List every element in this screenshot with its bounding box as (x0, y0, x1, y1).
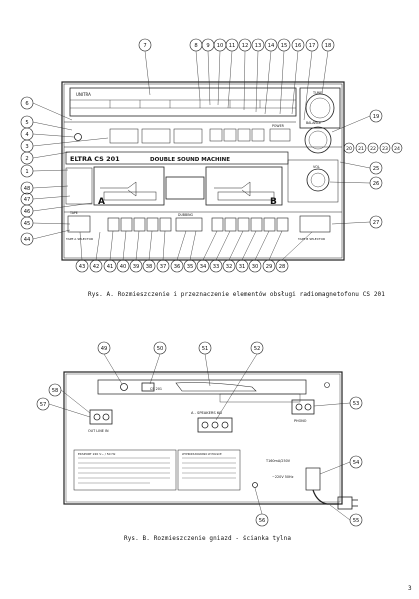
callout-num: 50 (157, 346, 164, 352)
callout-num: 31 (239, 264, 246, 270)
callout-num: 28 (279, 264, 286, 270)
callout-num: 58 (52, 388, 59, 394)
slogan-label: DOUBLE SOUND MACHINE (150, 157, 230, 163)
callout-num: 5 (25, 120, 28, 126)
tape-a-selector-label: TAPE A SELECTOR (65, 237, 93, 241)
callouts-top (138, 38, 335, 52)
callout-num: 9 (206, 43, 209, 49)
callout-num: 2 (25, 156, 28, 162)
callout-num: 29 (266, 264, 273, 270)
phono-socket (291, 399, 315, 415)
callout-num: 44 (24, 237, 31, 243)
callout-num: 47 (24, 197, 31, 203)
callout-num: 30 (252, 264, 259, 270)
callout-num: 38 (146, 264, 153, 270)
speaker-terminals (197, 417, 233, 433)
deck-a-window (93, 166, 165, 206)
deck-a-label: A (98, 197, 105, 207)
left-plate-text: EKSPORT 220 V~ / 50 Hz (78, 452, 116, 456)
callout-num: 27 (373, 220, 380, 226)
callout-num: 14 (268, 43, 275, 49)
callout-num: 26 (373, 181, 380, 187)
power-plug (337, 496, 353, 510)
callout-num: 45 (24, 221, 31, 227)
callouts-back (36, 341, 363, 527)
back-panel-drawing (36, 341, 363, 527)
caption-figure-b: Rys. B. Rozmieszczenie gniazd - ścianka … (124, 535, 292, 542)
callout-num: 3 (25, 144, 28, 150)
callout-num: 37 (160, 264, 167, 270)
callout-num: 46 (24, 209, 31, 215)
callout-num: 23 (382, 146, 388, 152)
callout-num: 20 (346, 146, 352, 152)
front-panel-drawing (20, 38, 403, 273)
headphone-jack (74, 133, 82, 141)
brand-label: UNITRA (76, 92, 91, 97)
serial-label: CS 201 (150, 387, 162, 391)
callout-numbers: 7 8 9 10 11 12 13 14 15 16 17 18 6 5 4 3… (24, 43, 400, 524)
callout-num: 18 (325, 43, 332, 49)
callout-num: 25 (373, 166, 380, 172)
callout-num: 12 (242, 43, 249, 49)
balance-label: BALANCE (306, 121, 321, 125)
callout-num: 16 (295, 43, 302, 49)
callout-num: 35 (187, 264, 194, 270)
callout-num: 40 (120, 264, 127, 270)
callout-num: 55 (353, 518, 360, 524)
callout-num: 43 (79, 264, 86, 270)
tune-label: TUNE (312, 91, 322, 95)
callout-num: 42 (93, 264, 100, 270)
callout-num: 33 (213, 264, 220, 270)
page-number: 3 (408, 585, 412, 592)
callout-num: 7 (143, 43, 146, 49)
callout-num: 54 (353, 460, 360, 466)
tuner-scale (69, 87, 297, 117)
callout-num: 8 (194, 43, 197, 49)
callout-num: 11 (229, 43, 236, 49)
callout-num: 41 (107, 264, 114, 270)
power-in-label: ~220V 50Hz (272, 475, 294, 479)
volume-knob (306, 168, 330, 192)
model-label: ELTRA CS 201 (70, 155, 120, 163)
callout-num: 34 (200, 264, 207, 270)
tape-b-selector-label: TAPE B SELECTOR (297, 237, 325, 241)
callout-num: 49 (101, 346, 108, 352)
callout-num: 57 (40, 402, 47, 408)
callout-num: 19 (373, 114, 380, 120)
power-label: POWER (272, 124, 285, 128)
callout-num: 4 (25, 132, 29, 138)
phono-label: PHONO (294, 419, 307, 423)
callout-num: 1 (25, 169, 28, 175)
callout-num: 51 (202, 346, 209, 352)
out-line-label: OUT LINE IN (88, 429, 109, 433)
speakers-label: A - SPEAKERS 6Ω (191, 411, 222, 415)
tape-label: TAPE (69, 211, 78, 215)
callout-num: 10 (217, 43, 224, 49)
panel-labels: UNITRA ELTRA CS 201 DOUBLE SOUND MACHINE… (65, 91, 325, 479)
callout-num: 17 (309, 43, 316, 49)
callout-num: 15 (281, 43, 288, 49)
tune-knob (305, 93, 335, 123)
balance-knob (304, 126, 332, 154)
callout-num: 32 (226, 264, 233, 270)
callout-num: 21 (358, 146, 364, 152)
callout-num: 39 (133, 264, 140, 270)
callout-num: 53 (353, 401, 360, 407)
deck-b-label: B (270, 197, 277, 207)
callout-num: 56 (259, 518, 266, 524)
deck-b-window (205, 166, 283, 206)
callout-num: 48 (24, 186, 31, 192)
fuse-label: T160mA/250V (265, 459, 291, 463)
callout-num: 36 (174, 264, 181, 270)
dubbing-label: DUBBING (178, 213, 193, 217)
caption-figure-a: Rys. A. Rozmieszczenie i przeznaczenie e… (88, 291, 385, 298)
callout-num: 24 (394, 146, 400, 152)
callout-num: 13 (255, 43, 262, 49)
callout-num: 22 (370, 146, 376, 152)
right-plate-text: WYPRODUKOWANO W POLSCE (182, 452, 222, 456)
callout-num: 6 (25, 101, 28, 107)
callout-num: 52 (254, 346, 261, 352)
vol-label: VOL (313, 165, 320, 169)
